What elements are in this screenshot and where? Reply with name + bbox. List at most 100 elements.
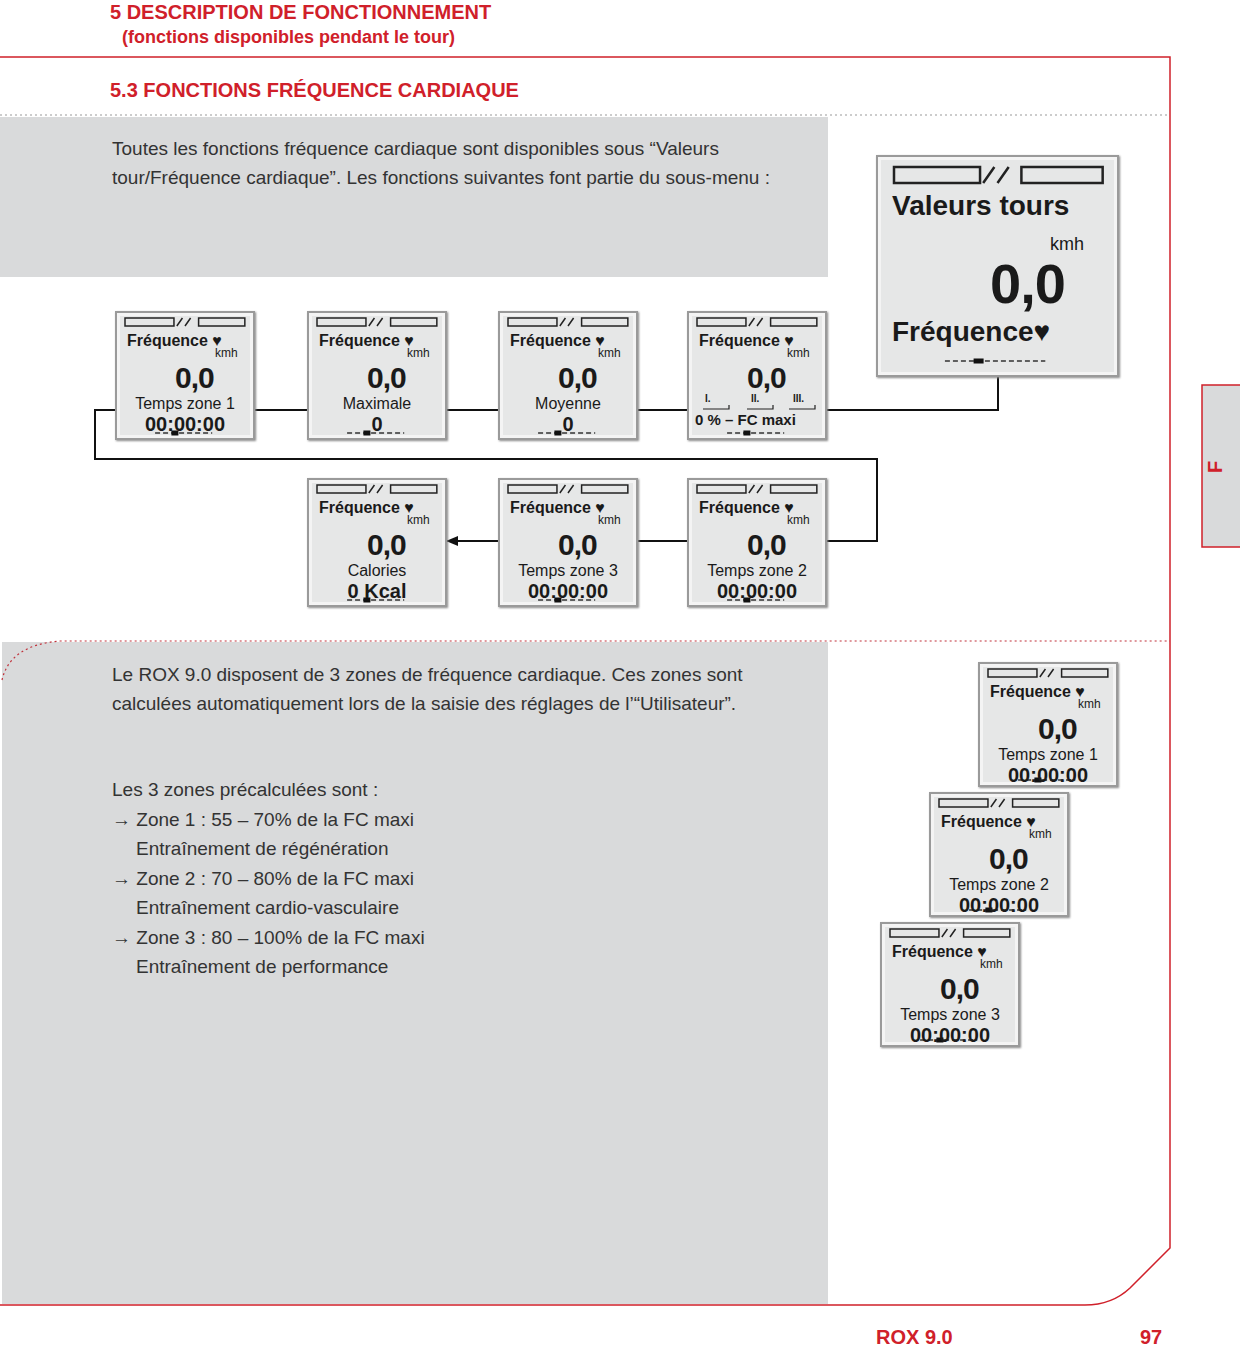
red-frame <box>0 57 1170 1305</box>
screen-value-slot: 00:00:00 <box>931 894 1067 916</box>
page-indicator-mark <box>743 431 750 436</box>
screen-heading-slot: Fréquence ♥ <box>319 332 414 350</box>
chapter-heading-text: 5 DESCRIPTION DE FONCTIONNEMENT <box>110 1 491 23</box>
screen-heading: Valeurs tours <box>892 190 1069 221</box>
screen-function: Temps zone 1 <box>135 395 235 412</box>
unit: kmh <box>1050 234 1084 254</box>
page-number-text: 97 <box>1140 1326 1162 1348</box>
screen-function: Fréquence♥ <box>892 316 1050 347</box>
flow-connector <box>447 409 498 411</box>
flow-connector <box>255 409 307 411</box>
status-slashes <box>369 485 383 493</box>
screen-heading: Fréquence ♥ <box>319 499 414 516</box>
status-slashes <box>560 485 574 493</box>
status-bar <box>890 929 939 937</box>
screen-heading: Fréquence ♥ <box>892 943 987 960</box>
status-bar <box>199 318 245 326</box>
screen-heading-slot: Fréquence ♥ <box>510 332 605 350</box>
screen-function-slot: Moyenne <box>500 395 636 413</box>
status-bar <box>508 318 557 326</box>
unit-slot: kmh <box>215 347 238 360</box>
list-intro-text: Les 3 zones précalculées sont : <box>112 779 378 800</box>
footer-model: ROX 9.0 <box>876 1326 953 1348</box>
zone-bar <box>703 405 729 409</box>
dotted-rule <box>0 114 1170 115</box>
zone-item: → Zone 2 : 70 – 80% de la FC maxi <box>112 868 414 891</box>
screen-heading: Fréquence ♥ <box>510 499 605 516</box>
screen-value-slot: 0 % – FC maxi <box>695 412 796 429</box>
screen-function: Temps zone 3 <box>518 562 618 579</box>
zone-numeral: III. <box>793 393 804 404</box>
zone-item-text: → Zone 2 : 70 – 80% de la FC maxi <box>112 868 414 889</box>
status-bar <box>582 485 628 493</box>
screen-heading: Fréquence ♥ <box>941 813 1036 830</box>
section-title: 5.3 FONCTIONS FRÉQUENCE CARDIAQUE <box>110 79 519 102</box>
speed-digits: 0,0 <box>990 252 1065 315</box>
status-bar <box>894 167 980 183</box>
screen-function-slot: Temps zone 3 <box>500 562 636 580</box>
status-bar <box>1021 167 1102 183</box>
speed-digits-slot: 0,0 <box>747 528 786 561</box>
zone-bar <box>789 405 815 409</box>
footer-model-text: ROX 9.0 <box>876 1326 953 1348</box>
unit: kmh <box>407 513 430 527</box>
lcd-screen: Fréquence ♥ 0,0kmhMaximale0 <box>307 311 447 440</box>
screen-function-slot: Temps zone 1 <box>980 746 1116 764</box>
grey-panel <box>0 117 828 277</box>
screen-function-slot: Temps zone 2 <box>689 562 825 580</box>
unit: kmh <box>215 346 238 360</box>
zones-paragraph-text: Le ROX 9.0 disposent de 3 zones de fréqu… <box>112 664 743 714</box>
speed-digits-slot: 0,0 <box>1038 712 1077 745</box>
screen-value: 00:00:00 <box>528 580 608 602</box>
screen-heading: Fréquence ♥ <box>510 332 605 349</box>
screen-value-slot: 00:00:00 <box>689 580 825 602</box>
lcd-screen: Fréquence ♥0,0kmhTemps zone 100:00:00 <box>978 662 1118 787</box>
screen-function-slot: Temps zone 3 <box>882 1006 1018 1024</box>
speed-digits: 0,0 <box>175 361 214 394</box>
speed-digits-slot: 0,0 <box>367 361 406 394</box>
screen-heading-slot: Fréquence ♥ <box>699 332 794 350</box>
screen-heading-slot: Valeurs tours <box>892 191 1069 222</box>
unit-slot: kmh <box>598 347 621 360</box>
screen-heading: Fréquence ♥ <box>699 332 794 349</box>
zone-numeral: I. <box>705 393 711 404</box>
unit: kmh <box>787 513 810 527</box>
side-tab <box>1202 385 1240 547</box>
screen-function-slot: Temps zone 2 <box>931 876 1067 894</box>
page-number: 97 <box>1140 1326 1162 1348</box>
zone-description: Entraînement cardio-vasculaire <box>136 897 399 920</box>
screen-value: 0 Kcal <box>348 580 407 602</box>
status-bar <box>125 318 174 326</box>
zone-description-text: Entraînement de régénération <box>136 838 388 859</box>
status-bar <box>317 485 366 493</box>
page-indicator <box>727 432 784 434</box>
screen-heading: Fréquence ♥ <box>319 332 414 349</box>
status-slashes <box>991 799 1005 807</box>
speed-digits: 0,0 <box>940 972 979 1005</box>
status-slashes <box>560 318 574 326</box>
unit: kmh <box>407 346 430 360</box>
flow-connector <box>827 377 998 410</box>
unit: kmh <box>980 957 1003 971</box>
speed-digits: 0,0 <box>1038 712 1077 745</box>
screen-function: Maximale <box>343 395 411 412</box>
status-bar <box>391 318 437 326</box>
speed-digits: 0,0 <box>367 528 406 561</box>
chapter-subheading: (fonctions disponibles pendant le tour) <box>122 27 455 49</box>
grey-panel <box>2 642 828 1304</box>
screen-heading-slot: Fréquence ♥ <box>892 943 987 961</box>
lcd-screen: Valeurs tours 0,0kmhFréquence♥ <box>876 155 1119 377</box>
speed-digits: 0,0 <box>558 361 597 394</box>
zone-numeral-slot: I. <box>705 393 711 404</box>
zone-description-text: Entraînement cardio-vasculaire <box>136 897 399 918</box>
status-bar <box>1013 799 1059 807</box>
chapter-heading: 5 DESCRIPTION DE FONCTIONNEMENT <box>110 0 491 24</box>
zones-paragraph: Le ROX 9.0 disposent de 3 zones de fréqu… <box>112 660 812 718</box>
intro-paragraph: Toutes les fonctions fréquence cardiaque… <box>112 134 812 192</box>
speed-digits-slot: 0,0 <box>747 361 786 394</box>
zone-item-text: → Zone 3 : 80 – 100% de la FC maxi <box>112 927 425 948</box>
lcd-screen: Fréquence ♥0,0kmhTemps zone 200:00:00 <box>929 792 1069 917</box>
unit-slot: kmh <box>407 347 430 360</box>
screen-value: 0 <box>371 413 382 435</box>
screen-function: Temps zone 3 <box>900 1006 1000 1023</box>
